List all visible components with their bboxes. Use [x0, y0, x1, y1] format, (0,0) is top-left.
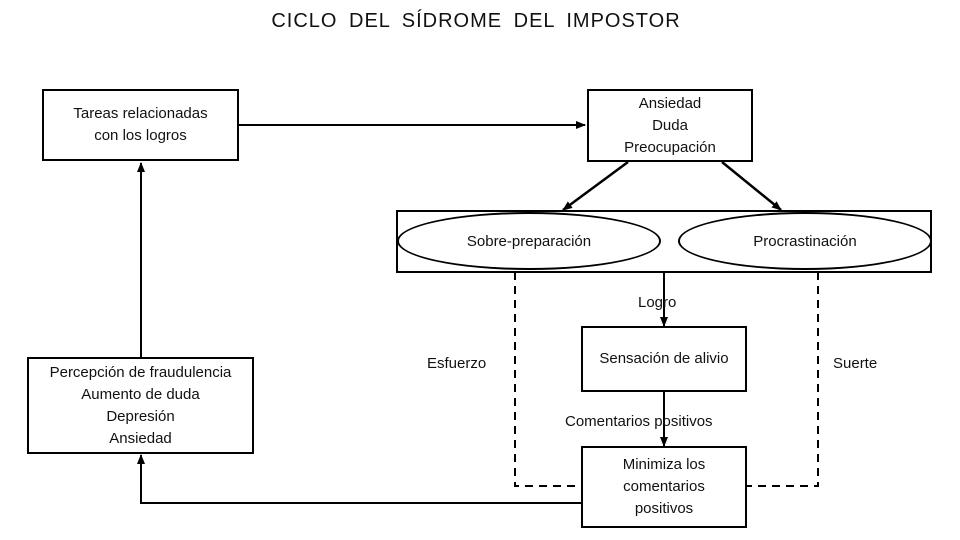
node-procrastinacion: Procrastinación — [678, 212, 932, 270]
node-ansiedad-line3: Preocupación — [624, 138, 716, 156]
node-ansiedad-line1: Ansiedad — [638, 94, 702, 112]
label-comentarios-positivos: Comentarios positivos — [565, 413, 713, 430]
diagram-title: CICLO DEL SÍDROME DEL IMPOSTOR — [271, 10, 681, 32]
node-minimiza-line1: Minimiza los — [622, 456, 706, 473]
arrow-ansiedad-to-sobre-preparacion — [562, 160, 629, 212]
arrow-ansiedad-to-procrastinacion — [721, 161, 782, 211]
node-percepcion-line4: Ansiedad — [109, 429, 172, 447]
node-percepcion-line2: Aumento de duda — [81, 385, 200, 403]
node-sobre-preparacion: Sobre-preparación — [397, 212, 661, 270]
label-esfuerzo: Esfuerzo — [427, 355, 487, 372]
label-logro: Logro — [638, 294, 677, 311]
node-tareas-line1: Tareas relacionadas — [73, 105, 208, 122]
node-minimiza: Minimiza los comentarios positivos — [581, 446, 747, 528]
node-procrastinacion-label: Procrastinación — [753, 232, 857, 250]
node-minimiza-line3: positivos — [634, 500, 694, 517]
label-suerte: Suerte — [833, 355, 878, 372]
node-ansiedad: Ansiedad Duda Preocupación — [587, 89, 753, 162]
dashed-path-suerte — [747, 272, 819, 487]
node-sobre-preparacion-label: Sobre-preparación — [466, 232, 592, 250]
dashed-path-esfuerzo — [514, 272, 581, 487]
node-percepcion-line1: Percepción de fraudulencia — [49, 363, 232, 381]
node-sensacion: Sensación de alivio — [581, 326, 747, 392]
node-tareas-line2: con los logros — [94, 127, 187, 144]
node-ansiedad-line2: Duda — [652, 116, 688, 134]
arrow-minimiza-to-percepcion — [137, 454, 581, 504]
node-sensacion-label: Sensación de alivio — [599, 350, 729, 367]
node-percepcion-line3: Depresión — [106, 407, 175, 425]
node-percepcion: Percepción de fraudulencia Aumento de du… — [27, 357, 254, 454]
node-tareas: Tareas relacionadas con los logros — [42, 89, 239, 161]
node-minimiza-line2: comentarios — [623, 478, 705, 495]
